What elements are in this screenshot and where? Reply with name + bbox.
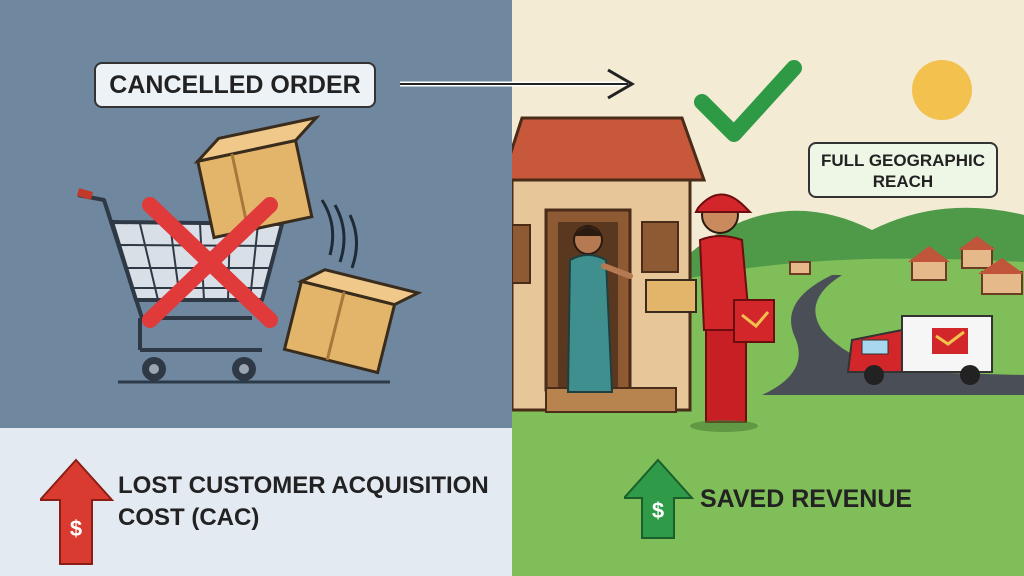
distant-houses [789,236,1024,295]
road [762,275,1024,395]
left-footer: $ [0,428,512,576]
sun-icon [912,60,972,120]
dollar-symbol: $ [70,516,82,541]
box-top-icon [193,115,321,240]
parcel-icon [645,279,697,313]
motion-lines [320,199,358,269]
postman-icon [645,193,775,432]
delivery-illustration [512,60,1024,432]
green-up-arrow-icon: $ [624,458,695,539]
right-panel: FULL GEOGRAPHIC REACH $ SAVED REVENUE [512,0,1024,576]
mail-bag [733,299,775,343]
dollar-symbol: $ [652,498,664,523]
grass-ground [512,388,1024,576]
customer-woman-icon [566,225,633,393]
box-falling-icon [282,268,423,375]
saved-revenue-text: SAVED REVENUE [700,485,913,513]
postal-van-icon [846,315,993,385]
cancelled-order-label: CANCELLED ORDER [94,62,376,108]
check-icon [694,60,802,142]
abandoned-cart-illustration [76,115,423,384]
left-panel: CANCELLED ORDER $ LOST CUSTOMER ACQUISIT… [0,0,512,576]
full-geographic-reach-label: FULL GEOGRAPHIC REACH [808,142,998,198]
red-up-arrow-icon: $ [40,458,115,565]
cross-icon [142,197,278,328]
lost-cac-text: LOST CUSTOMER ACQUISITION COST (CAC) [118,472,489,531]
